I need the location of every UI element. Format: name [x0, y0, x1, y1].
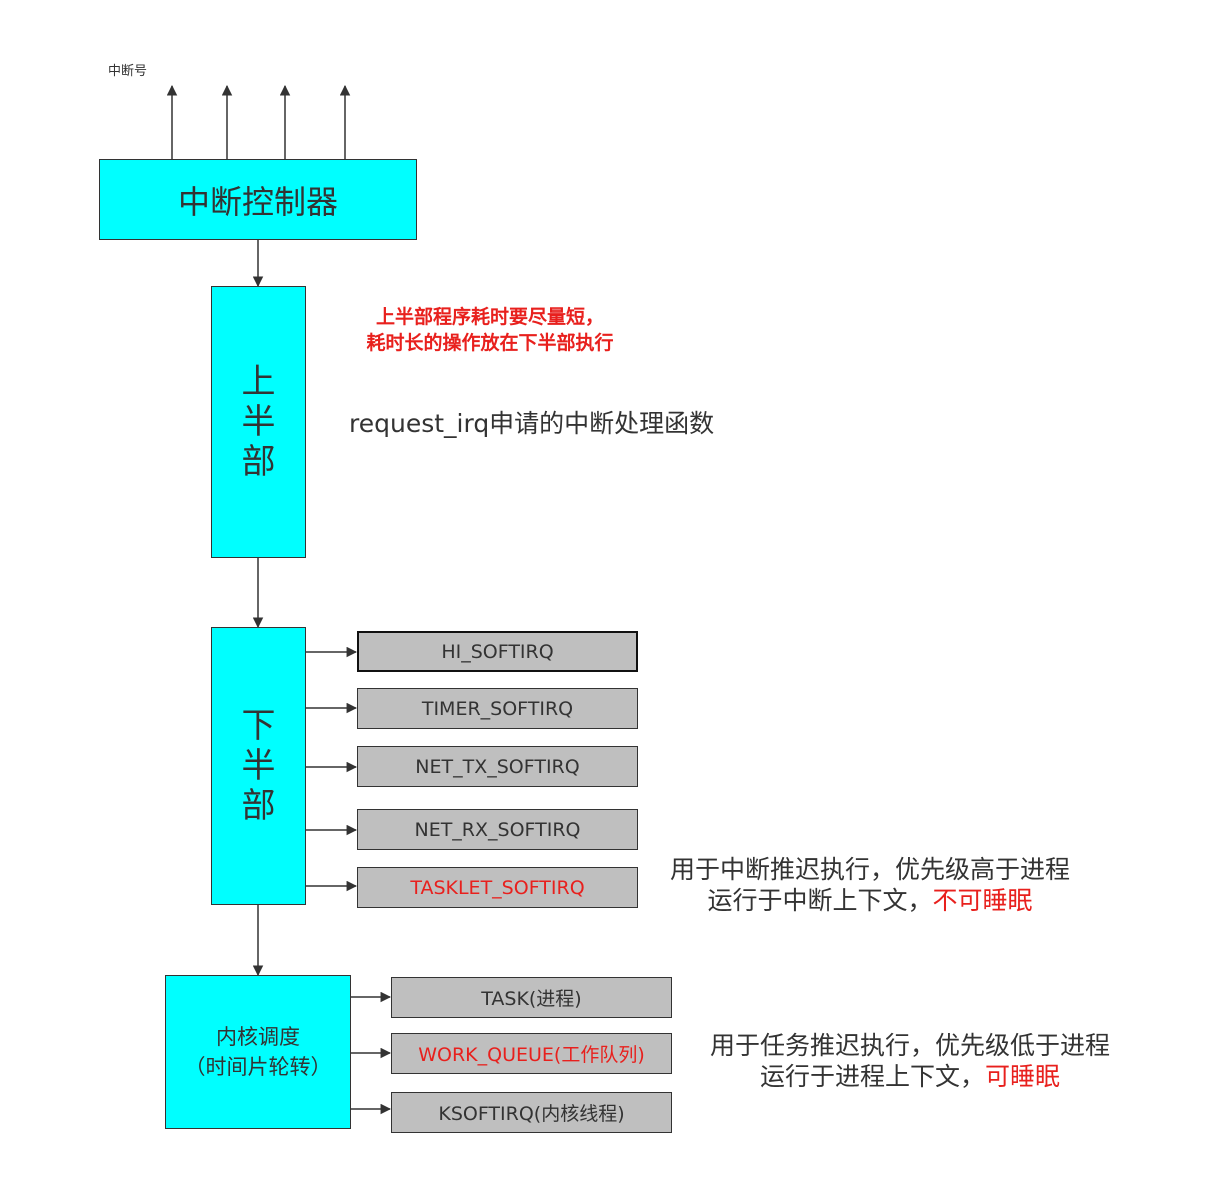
workqueue-note-line-1: 用于任务推迟执行，优先级低于进程: [709, 1031, 1110, 1060]
tasklet-note-line-1: 用于中断推迟执行，优先级高于进程: [669, 855, 1070, 884]
task-ksoftirq: KSOFTIRQ(内核线程): [391, 1092, 672, 1133]
bottom-half-char-2: 半: [241, 746, 276, 786]
task-process: TASK(进程): [391, 977, 672, 1018]
top-half-warning-line-1: 上半部程序耗时要尽量短，: [375, 306, 604, 328]
bottom-half-box: 下 半 部: [211, 627, 306, 905]
top-half-box: 上 半 部: [211, 286, 306, 558]
tasklet-note-context: 运行于中断上下文，: [707, 886, 933, 915]
top-half-char-3: 部: [241, 442, 276, 482]
softirq-tasklet: TASKLET_SOFTIRQ: [357, 867, 638, 908]
irq-label: 中断号: [108, 64, 148, 79]
task-work-queue: WORK_QUEUE(工作队列): [391, 1033, 672, 1074]
softirq-hi: HI_SOFTIRQ: [357, 631, 638, 672]
softirq-net-tx: NET_TX_SOFTIRQ: [357, 746, 638, 787]
kernel-scheduler-box: 内核调度 （时间片轮转）: [165, 975, 351, 1129]
softirq-net-rx: NET_RX_SOFTIRQ: [357, 809, 638, 850]
top-half-char-2: 半: [241, 402, 276, 442]
tasklet-note-line-2: 运行于中断上下文，不可睡眠: [650, 885, 1090, 916]
kernel-scheduler-subtitle: （时间片轮转）: [184, 1055, 332, 1079]
kernel-scheduler-title: 内核调度: [216, 1025, 300, 1049]
tasklet-note: 用于中断推迟执行，优先级高于进程 运行于中断上下文，不可睡眠: [650, 854, 1090, 916]
workqueue-note: 用于任务推迟执行，优先级低于进程 运行于进程上下文，可睡眠: [690, 1030, 1130, 1092]
top-half-warning: 上半部程序耗时要尽量短， 耗时长的操作放在下半部执行: [340, 304, 640, 356]
tasklet-note-no-sleep: 不可睡眠: [932, 886, 1033, 915]
bottom-half-char-1: 下: [241, 706, 276, 746]
top-half-warning-line-2: 耗时长的操作放在下半部执行: [366, 332, 614, 354]
interrupt-controller-box: 中断控制器: [99, 159, 417, 240]
workqueue-note-line-2: 运行于进程上下文，可睡眠: [690, 1061, 1130, 1092]
softirq-timer: TIMER_SOFTIRQ: [357, 688, 638, 729]
workqueue-note-can-sleep: 可睡眠: [985, 1062, 1061, 1091]
bottom-half-char-3: 部: [241, 786, 276, 826]
top-half-char-1: 上: [241, 362, 276, 402]
interrupt-controller-label: 中断控制器: [177, 182, 338, 221]
workqueue-note-context: 运行于进程上下文，: [759, 1062, 985, 1091]
top-half-description: request_irq申请的中断处理函数: [349, 409, 715, 438]
